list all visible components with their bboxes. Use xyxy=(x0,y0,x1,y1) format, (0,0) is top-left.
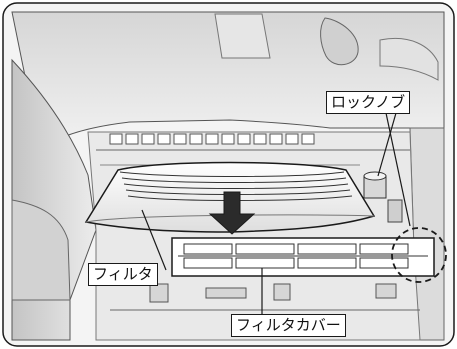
label-filter-cover: フィルタカバー xyxy=(231,314,346,337)
lock-knob-leader xyxy=(377,112,397,177)
latch-highlight-circle xyxy=(391,227,447,283)
label-filter: フィルタ xyxy=(88,263,158,286)
lock-knob xyxy=(363,171,403,223)
panel-recess xyxy=(214,13,271,59)
filter-leader xyxy=(141,209,167,271)
lower-brackets xyxy=(149,283,397,303)
vent-slats xyxy=(109,133,315,145)
panel-bulge xyxy=(379,38,439,81)
lock-knob-leader-2 xyxy=(385,112,411,227)
panel-hook xyxy=(320,17,359,66)
down-arrow-icon xyxy=(208,191,256,235)
filter-cover xyxy=(171,237,435,277)
label-lock-knob: ロックノブ xyxy=(326,91,411,114)
left-lower-panel xyxy=(11,199,71,301)
